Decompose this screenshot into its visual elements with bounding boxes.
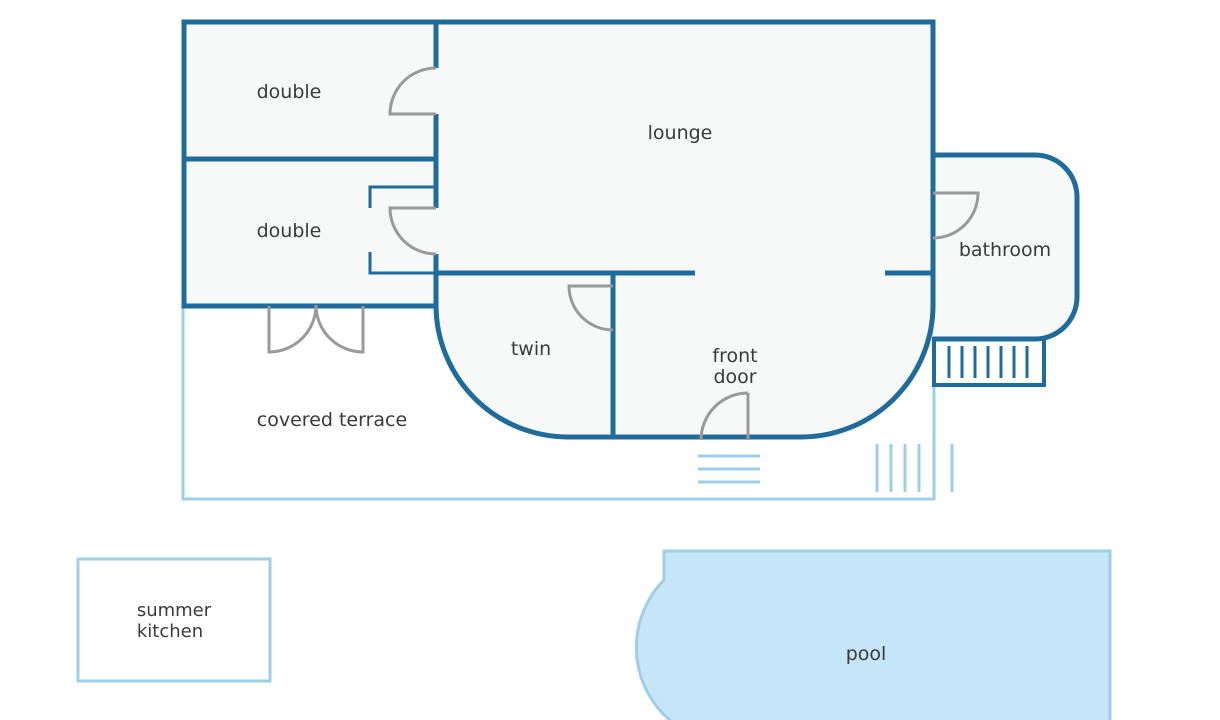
label-double-top: double <box>257 81 322 103</box>
label-twin: twin <box>511 338 551 360</box>
label-front-door-line1: front <box>712 345 757 367</box>
double-bottom-room <box>184 159 436 306</box>
lower-rooms-area <box>436 273 933 437</box>
door-bathroom <box>932 191 980 240</box>
double-top-room <box>184 22 436 159</box>
door-double-bottom <box>388 206 437 256</box>
label-covered-terrace: covered terrace <box>257 409 407 431</box>
label-summer-kitchen-line2: kitchen <box>137 621 203 642</box>
label-bathroom: bathroom <box>959 239 1051 261</box>
label-pool: pool <box>846 643 887 665</box>
label-front-door-line2: door <box>713 366 756 388</box>
terrace-steps <box>875 444 954 492</box>
wardrobe <box>368 185 436 275</box>
bathroom-wall <box>933 152 1080 342</box>
lounge-room <box>436 22 933 273</box>
summer-kitchen <box>76 557 272 683</box>
outer-wall <box>181 19 936 440</box>
label-summer-kitchen-line1: summer <box>137 600 212 621</box>
pool <box>634 549 1112 720</box>
door-terrace-double <box>267 304 365 354</box>
bathroom-steps <box>947 346 1029 378</box>
door-front <box>699 391 750 441</box>
door-double-top <box>388 66 437 116</box>
label-lounge: lounge <box>648 122 713 144</box>
bathroom-room <box>933 155 1077 339</box>
front-steps <box>698 454 760 484</box>
bathroom-steps-frame <box>932 337 1046 387</box>
label-double-bottom: double <box>257 220 322 242</box>
door-twin <box>567 284 614 332</box>
